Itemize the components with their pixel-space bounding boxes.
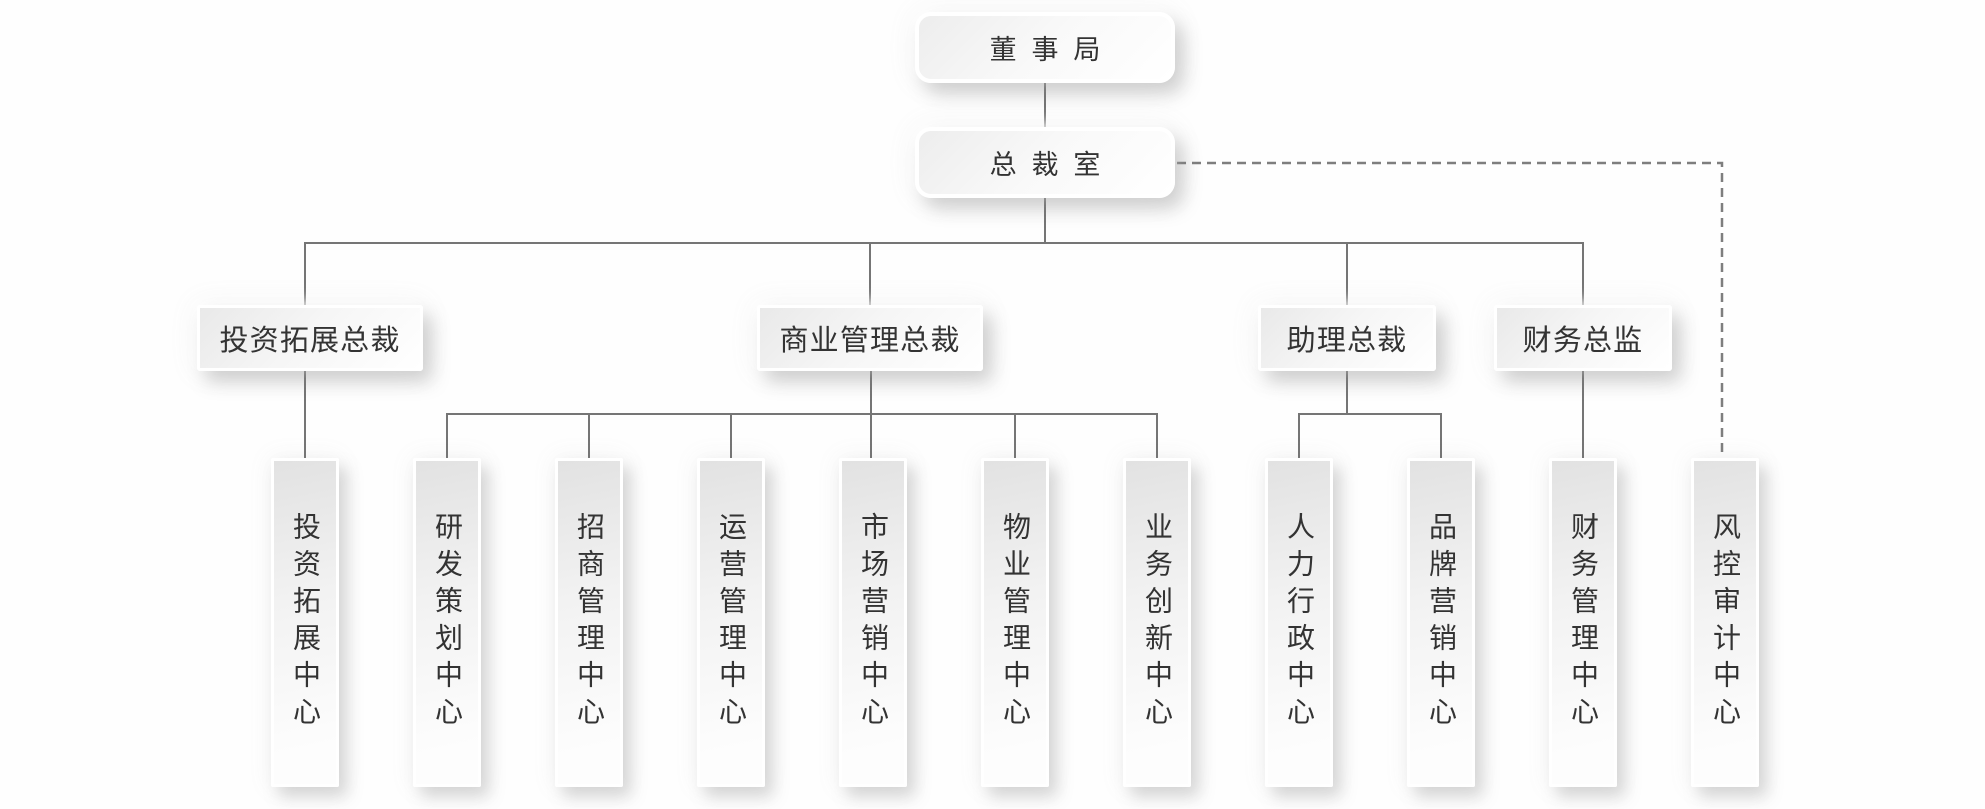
node-label: 投资拓展中心 <box>290 511 321 734</box>
node-label: 物业管理中心 <box>1000 511 1031 734</box>
node-center-financial-management: 财务管理中心 <box>1549 458 1617 787</box>
node-exec-investment-expansion-president: 投资拓展总裁 <box>197 305 423 371</box>
node-label: 人力行政中心 <box>1284 511 1315 734</box>
node-label: 业务创新中心 <box>1142 511 1173 734</box>
node-center-property-management: 物业管理中心 <box>981 458 1049 787</box>
node-label: 财务管理中心 <box>1568 511 1599 734</box>
solid-connectors <box>304 83 1584 458</box>
node-center-rnd-planning: 研发策划中心 <box>413 458 481 787</box>
node-center-investment-expansion: 投资拓展中心 <box>271 458 339 787</box>
node-center-merchant-management: 招商管理中心 <box>555 458 623 787</box>
node-label: 财务总监 <box>1522 325 1644 357</box>
node-exec-finance-director: 财务总监 <box>1494 305 1672 371</box>
dashed-connector-risk-audit <box>1177 161 1724 457</box>
node-label: 助理总裁 <box>1286 325 1408 357</box>
node-board-of-directors: 董事局 <box>915 12 1175 83</box>
node-president-office: 总裁室 <box>915 127 1175 198</box>
node-center-risk-audit: 风控审计中心 <box>1691 458 1759 787</box>
node-center-marketing: 市场营销中心 <box>839 458 907 787</box>
node-label: 投资拓展总裁 <box>219 325 401 357</box>
node-label: 总裁室 <box>989 150 1116 180</box>
node-center-operations-management: 运营管理中心 <box>697 458 765 787</box>
node-center-business-innovation: 业务创新中心 <box>1123 458 1191 787</box>
node-label: 研发策划中心 <box>432 511 463 734</box>
node-exec-commercial-management-president: 商业管理总裁 <box>757 305 983 371</box>
node-exec-assistant-president: 助理总裁 <box>1258 305 1436 371</box>
node-label: 品牌营销中心 <box>1426 511 1457 734</box>
node-label: 招商管理中心 <box>574 511 605 734</box>
node-label: 董事局 <box>989 35 1116 65</box>
node-center-hr-admin: 人力行政中心 <box>1265 458 1333 787</box>
node-label: 商业管理总裁 <box>779 325 961 357</box>
node-center-brand-marketing: 品牌营销中心 <box>1407 458 1475 787</box>
node-label: 运营管理中心 <box>716 511 747 734</box>
node-label: 市场营销中心 <box>858 511 889 734</box>
node-label: 风控审计中心 <box>1710 511 1741 734</box>
